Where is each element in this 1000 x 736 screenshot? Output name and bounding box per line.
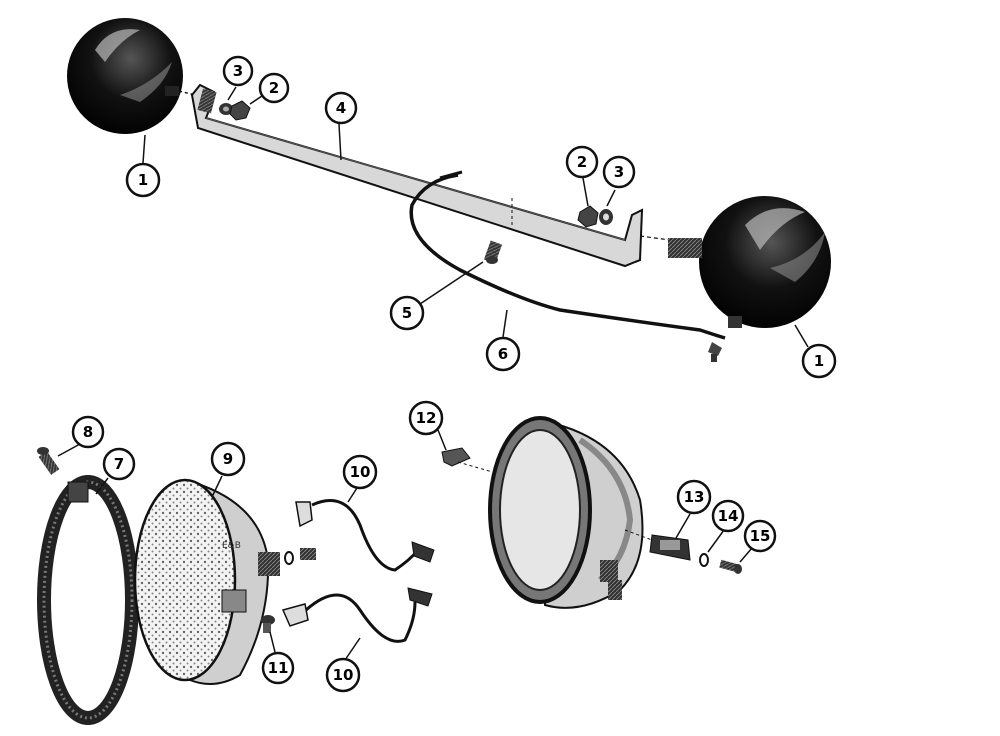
svg-text:2: 2 <box>577 153 587 171</box>
terminal-screw <box>261 615 275 633</box>
callout-15: 15 <box>743 519 777 553</box>
svg-text:1: 1 <box>814 352 824 370</box>
nut-upper-left <box>229 100 251 121</box>
callout-8: 8 <box>71 415 105 449</box>
svg-text:1: 1 <box>138 171 148 189</box>
retaining-ring <box>37 475 139 725</box>
svg-text:14: 14 <box>718 507 739 525</box>
callout-13: 13 <box>676 479 712 515</box>
lamp-housing-left <box>67 18 196 134</box>
ring-screw <box>37 447 60 475</box>
sealed-beam-lamp: E&B <box>133 478 280 685</box>
svg-text:10: 10 <box>350 463 371 481</box>
lamp-marking: E&B <box>222 541 241 551</box>
wire-upper <box>295 499 435 572</box>
callout-12: 12 <box>408 400 444 436</box>
lamp-housing-right <box>668 196 831 328</box>
socket-washer <box>699 553 709 567</box>
callout-3-right: 3 <box>602 155 636 189</box>
lamp-nut <box>300 548 316 560</box>
washer-upper-left <box>219 103 233 115</box>
callout-2-right: 2 <box>565 145 599 179</box>
socket-screw <box>719 559 742 574</box>
cable <box>409 170 726 362</box>
lamp-socket <box>649 534 691 561</box>
washer-upper-right <box>599 209 613 225</box>
svg-text:9: 9 <box>223 450 233 468</box>
svg-text:12: 12 <box>416 409 437 427</box>
svg-text:6: 6 <box>498 345 508 363</box>
callout-7: 7 <box>102 447 136 481</box>
svg-text:7: 7 <box>114 455 124 473</box>
svg-text:3: 3 <box>614 163 624 181</box>
callout-4: 4 <box>324 91 358 125</box>
screw <box>483 240 503 264</box>
callout-1-right: 1 <box>801 343 837 379</box>
callout-6: 6 <box>485 336 521 372</box>
svg-text:8: 8 <box>83 423 93 441</box>
lamp-body-shell <box>488 416 644 609</box>
nut-upper-right <box>577 205 599 228</box>
clip <box>441 447 471 467</box>
callout-1-left: 1 <box>125 162 161 198</box>
callout-2-left: 2 <box>258 72 290 104</box>
callout-3-left: 3 <box>222 55 254 87</box>
lamp-washer <box>284 551 294 565</box>
mounting-bar <box>190 83 644 268</box>
svg-text:10: 10 <box>333 666 354 684</box>
callout-9: 9 <box>210 441 246 477</box>
callout-10-upper: 10 <box>342 454 378 490</box>
callout-14: 14 <box>711 499 745 533</box>
svg-text:15: 15 <box>750 527 771 545</box>
callout-5: 5 <box>389 295 425 331</box>
svg-text:11: 11 <box>268 659 289 677</box>
svg-text:2: 2 <box>269 79 279 97</box>
callout-11: 11 <box>261 651 295 685</box>
wire-lower <box>281 587 433 643</box>
svg-text:4: 4 <box>336 99 346 117</box>
svg-text:13: 13 <box>684 488 705 506</box>
callout-10-lower: 10 <box>325 657 361 693</box>
svg-text:5: 5 <box>402 304 412 322</box>
svg-text:3: 3 <box>233 62 243 80</box>
